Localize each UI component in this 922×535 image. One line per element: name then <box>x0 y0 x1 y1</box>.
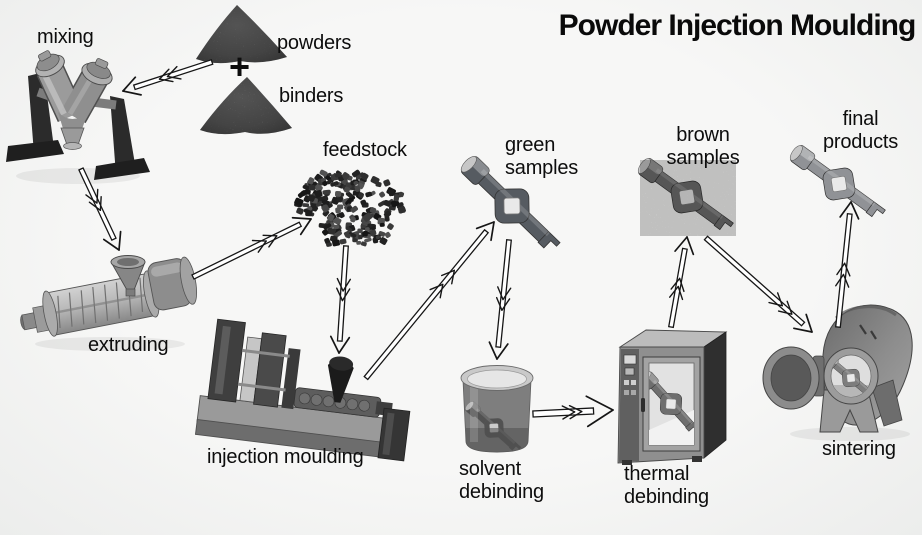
arrow-extruding-to-feedstock <box>191 216 312 280</box>
arrow-solvent_debinding-to-thermal_debinding <box>532 395 614 428</box>
plus-sign: + <box>229 46 251 87</box>
feedstock-granules-illustration <box>294 169 406 247</box>
binders-pile-illustration <box>200 77 292 135</box>
diagram-title: Powder Injection Moulding <box>558 9 917 42</box>
label-final-products: final products <box>822 108 899 153</box>
arrow-brown_samples-to-sintering <box>703 235 813 333</box>
arrow-thermal_debinding-to-brown_samples <box>667 236 695 329</box>
label-powders: powders <box>277 32 352 54</box>
label-thermal-debinding: thermal debinding <box>624 463 709 508</box>
powders-pile-illustration <box>196 5 287 64</box>
label-mixing: mixing <box>37 26 94 48</box>
arrow-injection_moulding-to-green_samples <box>363 221 495 381</box>
brown-sample-illustration <box>628 146 743 246</box>
arrow-powders_binders-to-mixing <box>122 58 214 96</box>
label-extruding: extruding <box>88 334 169 356</box>
arrow-feedstock-to-injection_moulding <box>329 245 352 354</box>
arrow-sintering-to-final_products <box>834 201 860 328</box>
label-binders: binders <box>279 85 344 107</box>
injection-moulding-machine-illustration <box>194 318 411 462</box>
beaker-illustration <box>458 365 534 461</box>
label-brown-samples: brown samples <box>666 124 740 169</box>
arrow-green_samples-to-solvent_debinding <box>488 239 513 360</box>
label-injection-moulding: injection moulding <box>207 446 364 468</box>
label-green-samples: green samples <box>505 134 579 179</box>
label-solvent-debinding: solvent debinding <box>459 458 544 503</box>
mixer-illustration <box>6 50 150 184</box>
flow-arrows <box>78 58 860 428</box>
sintering-furnace-illustration <box>762 304 913 441</box>
label-sintering: sintering <box>822 438 896 460</box>
arrow-mixing-to-extruding <box>78 167 122 251</box>
oven-illustration <box>617 329 728 465</box>
extruder-illustration <box>20 255 198 351</box>
label-feedstock: feedstock <box>323 139 407 161</box>
